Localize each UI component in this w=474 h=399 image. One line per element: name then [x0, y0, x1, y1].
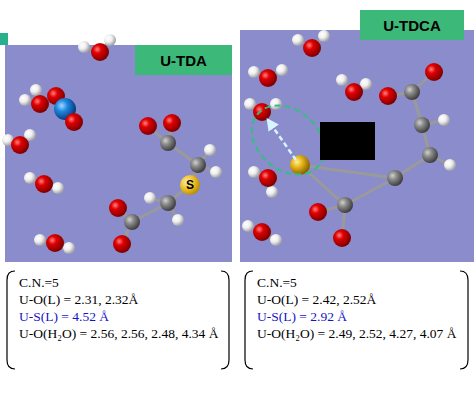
hydrogen-atom [144, 192, 156, 204]
atoms [2, 30, 456, 254]
structure-label: U-TDA [135, 45, 232, 75]
hydrogen-atom [52, 182, 64, 194]
carbon-atom [422, 147, 438, 163]
hydrogen-atom [444, 159, 456, 171]
teal-tab [0, 33, 8, 45]
oxygen-atom [91, 43, 109, 61]
distance-text: U-O(H₂O) = 2.56, 2.56, 2.48, 4.34 Å [19, 325, 235, 342]
hydrogen-atom [292, 34, 304, 46]
bonds [8, 36, 450, 248]
hydrogen-atom [78, 41, 90, 53]
hydrogen-atom [30, 84, 42, 96]
distance-text: U-O(L) = 2.31, 2.32Å [19, 291, 171, 308]
oxygen-atom [379, 87, 397, 105]
oxygen-atom [139, 117, 157, 135]
hydrogen-atom [204, 144, 216, 156]
distance-text: C.N.=5 [257, 274, 415, 291]
hydrogen-atom [336, 74, 348, 86]
hydrogen-atom [63, 242, 75, 254]
oxygen-atom [309, 203, 327, 221]
left-bracket [7, 271, 15, 369]
carbon-atom [404, 84, 420, 100]
right-panel [240, 30, 474, 262]
hydrogen-atom [172, 214, 184, 226]
oxygen-atom [425, 63, 443, 81]
distance-text: U-S(L) = 2.92 Å [257, 308, 415, 325]
carbon-atom [414, 117, 430, 133]
right-bracket [460, 271, 468, 369]
distance-text: U-S(L) = 4.52 Å [19, 308, 171, 325]
structure-label: U-TDCA [360, 10, 464, 40]
hydrogen-atom [24, 172, 36, 184]
atom-symbol: S [186, 179, 194, 191]
carbon-atom [124, 214, 140, 230]
sulfur-atom-label: S [180, 175, 200, 195]
oxygen-atom [35, 175, 53, 193]
oxygen-atom [259, 69, 277, 87]
sulfur-atom [290, 155, 310, 175]
oxygen-atom [253, 223, 271, 241]
distance-bracket-box: C.N.=5U-O(L) = 2.31, 2.32ÅU-S(L) = 4.52 … [5, 270, 231, 370]
hydrogen-atom [210, 166, 222, 178]
distance-bracket-box: C.N.=5U-O(L) = 2.42, 2.52ÅU-S(L) = 2.92 … [243, 270, 470, 370]
left-panel [5, 45, 232, 262]
oxygen-atom [345, 83, 363, 101]
distance-text: U-O(H₂O) = 2.49, 2.52, 4.27, 4.07 Å [257, 325, 474, 342]
bond [345, 178, 395, 205]
hydrogen-atom [242, 220, 254, 232]
structure-name: U-TDA [160, 53, 207, 68]
oxygen-atom [163, 114, 181, 132]
interaction-arrow [268, 120, 296, 160]
distance-text: C.N.=5 [19, 274, 171, 291]
hydrogen-atom [104, 34, 116, 46]
oxygen-atom [109, 199, 127, 217]
hydrogen-atom [34, 234, 46, 246]
hydrogen-atom [318, 30, 330, 42]
distance-text: U-O(L) = 2.42, 2.52Å [257, 291, 415, 308]
oxygen-atom [259, 169, 277, 187]
oxygen-atom [113, 235, 131, 253]
left-bracket [245, 271, 253, 369]
structure-name: U-TDCA [383, 18, 441, 33]
right-bracket [221, 271, 229, 369]
carbon-atom [160, 195, 176, 211]
masked-box [320, 122, 375, 160]
hydrogen-atom [248, 166, 260, 178]
carbon-atom [337, 197, 353, 213]
carbon-atom [387, 170, 403, 186]
oxygen-atom [46, 234, 64, 252]
carbon-atom [190, 157, 206, 173]
hydrogen-atom [270, 98, 282, 110]
oxygen-atom [11, 136, 29, 154]
hydrogen-atom [438, 114, 450, 126]
oxygen-atom [303, 39, 321, 57]
oxygen-atom [65, 113, 83, 131]
hydrogen-atom [248, 66, 260, 78]
oxygen-atom [333, 229, 351, 247]
hydrogen-atom [19, 94, 31, 106]
hydrogen-atom [270, 234, 282, 246]
hydrogen-atom [266, 186, 278, 198]
carbon-atom [160, 135, 176, 151]
hydrogen-atom [276, 64, 288, 76]
oxygen-atom [31, 95, 49, 113]
